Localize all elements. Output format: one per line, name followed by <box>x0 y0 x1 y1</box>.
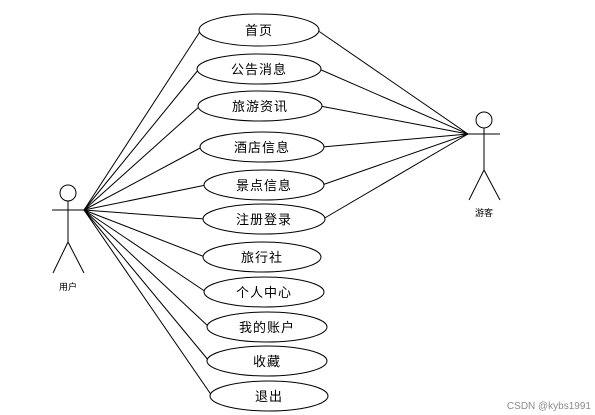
use-case-label: 个人中心 <box>236 286 292 301</box>
use-case-ellipse <box>203 169 325 201</box>
association-user-my-account <box>83 209 210 328</box>
use-case-ellipse <box>206 311 328 343</box>
association-user-home <box>83 29 202 211</box>
use-case-home: 首页 <box>198 13 320 47</box>
use-case-ellipse <box>197 90 323 122</box>
use-case-hotel-info: 酒店信息 <box>199 131 325 163</box>
association-guest-home <box>316 29 469 135</box>
actor-guest-leg-right <box>483 169 501 201</box>
actor-guest-head <box>475 111 493 129</box>
use-case-logout: 退出 <box>209 380 329 412</box>
actor-guest-label: 游客 <box>475 207 493 219</box>
actor-user-leg-left <box>52 241 69 274</box>
use-case-ellipse <box>203 276 325 308</box>
actor-guest-leg-left <box>468 169 485 201</box>
use-case-personal-center: 个人中心 <box>203 276 325 308</box>
use-case-ellipse <box>202 241 322 273</box>
association-user-hotel-info <box>83 146 203 211</box>
use-case-favorites: 收藏 <box>206 345 328 377</box>
use-case-label: 注册登录 <box>236 213 292 228</box>
actor-user: 用户 <box>52 184 85 293</box>
actor-guest: 游客 <box>468 111 501 219</box>
association-guest-register-login <box>322 133 469 220</box>
use-case-my-account: 我的账户 <box>206 311 328 343</box>
use-case-label: 我的账户 <box>239 320 295 336</box>
association-guest-hotel-info <box>321 133 469 148</box>
association-guest-scenic-info <box>321 133 469 186</box>
association-user-travel-agency <box>83 209 206 258</box>
use-case-ellipse <box>199 131 325 163</box>
use-case-register-login: 注册登录 <box>202 203 326 235</box>
use-case-announcement: 公告消息 <box>196 53 322 85</box>
actor-user-leg-right <box>67 241 85 274</box>
association-user-register-login <box>83 209 206 220</box>
use-case-ellipse <box>209 380 329 412</box>
association-user-travel-news <box>83 105 201 211</box>
actor-user-head <box>59 184 77 202</box>
association-lines <box>83 29 469 397</box>
use-case-travel-agency: 旅行社 <box>202 241 322 273</box>
use-case-scenic-info: 景点信息 <box>203 169 325 201</box>
association-user-logout <box>83 209 213 397</box>
association-user-announcement <box>83 68 200 211</box>
association-guest-travel-news <box>319 105 469 135</box>
association-user-personal-center <box>83 209 207 293</box>
association-user-scenic-info <box>83 184 207 211</box>
association-guest-announcement <box>318 68 469 135</box>
use-case-label: 公告消息 <box>231 62 287 78</box>
use-case-ellipse <box>196 53 322 85</box>
actor-user-label: 用户 <box>59 281 77 293</box>
association-user-favorites <box>83 209 210 362</box>
use-case-ellipse <box>206 345 328 377</box>
use-case-label: 收藏 <box>253 355 281 370</box>
use-case-label: 旅行社 <box>241 250 283 266</box>
use-case-ellipse <box>198 13 320 47</box>
use-case-label: 退出 <box>255 390 283 405</box>
use-case-label: 酒店信息 <box>234 140 290 156</box>
use-case-travel-news: 旅游资讯 <box>197 90 323 122</box>
watermark: CSDN @kybs1991 <box>506 401 591 412</box>
use-case-label: 旅游资讯 <box>232 100 288 115</box>
use-case-label: 首页 <box>245 24 273 39</box>
use-case-ellipse <box>202 203 326 235</box>
use-case-label: 景点信息 <box>236 178 292 194</box>
